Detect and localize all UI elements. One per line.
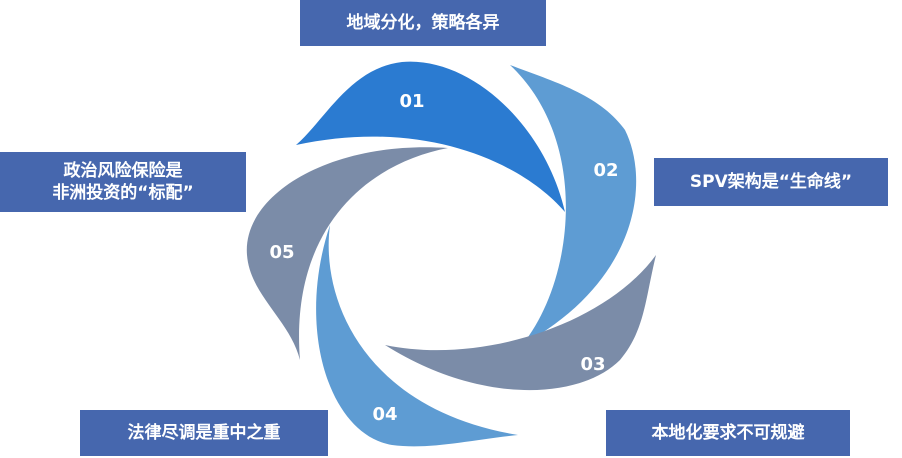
label-text-02: SPV架构是“生命线” <box>689 172 853 192</box>
label-text-01: 地域分化，策略各异 <box>346 13 500 33</box>
petal-04 <box>316 225 518 447</box>
petal-number-01: 01 <box>399 91 424 112</box>
petal-05 <box>246 147 448 360</box>
petal-number-02: 02 <box>593 160 618 181</box>
label-text-05-line2: 非洲投资的“标配” <box>52 183 194 203</box>
petal-number-04: 04 <box>372 404 397 425</box>
label-text-05-line1: 政治风险保险是 <box>63 161 183 181</box>
petal-02 <box>510 65 637 345</box>
petal-number-05: 05 <box>269 242 294 263</box>
label-petal-01: 地域分化，策略各异 <box>300 0 546 46</box>
label-petal-04: 法律尽调是重中之重 <box>80 410 328 456</box>
petal-03 <box>385 255 656 391</box>
petal-number-03: 03 <box>580 354 605 375</box>
label-text-03: 本地化要求不可规避 <box>651 423 805 443</box>
petal-01 <box>296 61 565 213</box>
label-petal-03: 本地化要求不可规避 <box>606 410 850 456</box>
label-petal-05: 政治风险保险是 非洲投资的“标配” <box>0 152 246 212</box>
label-petal-02: SPV架构是“生命线” <box>654 158 888 206</box>
label-text-04: 法律尽调是重中之重 <box>127 423 281 443</box>
